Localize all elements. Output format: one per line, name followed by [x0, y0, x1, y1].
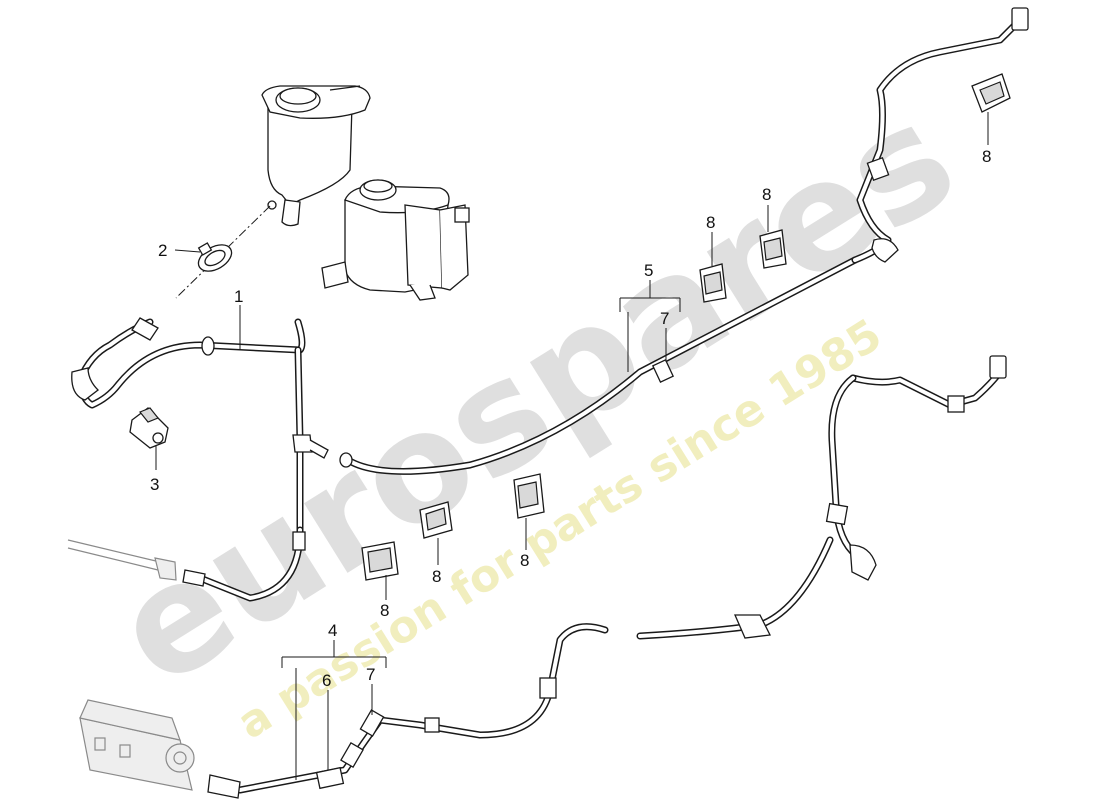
steering-rack — [79, 699, 195, 791]
bottom-line — [207, 623, 609, 799]
reservoir-with-cap — [261, 85, 371, 227]
callout-5: 5 — [644, 261, 653, 280]
callout-4: 4 — [328, 621, 337, 640]
callout-7-bottom: 7 — [366, 665, 375, 684]
callout-8-upper-b: 8 — [762, 185, 771, 204]
callout-6: 6 — [322, 671, 331, 690]
small-bracket — [129, 407, 169, 449]
callout-1: 1 — [234, 287, 243, 306]
clamp-8-d — [513, 473, 545, 519]
hose-clamp — [197, 242, 233, 272]
callout-7-top: 7 — [660, 309, 669, 328]
suction-hose — [71, 317, 329, 602]
pressure-line — [339, 256, 859, 475]
callouts: 1 2 3 5 7 8 8 8 8 8 8 4 6 7 — [150, 147, 991, 690]
return-line-top — [851, 7, 1029, 264]
reservoir-with-bracket — [321, 179, 470, 301]
centerline — [175, 205, 271, 299]
watermark-brand: eurospares — [87, 70, 984, 720]
clamp-8-a — [699, 263, 727, 303]
callout-8-mid-d: 8 — [520, 551, 529, 570]
callout-8-mid-f: 8 — [380, 601, 389, 620]
callout-3: 3 — [150, 475, 159, 494]
callout-8-top-right: 8 — [982, 147, 991, 166]
clamp-8-f — [361, 541, 399, 581]
callout-2: 2 — [158, 241, 167, 260]
grey-hose-end — [67, 539, 177, 581]
callout-8-upper-a: 8 — [706, 213, 715, 232]
clamp-8-c — [971, 73, 1011, 113]
callout-8-mid-e: 8 — [432, 567, 441, 586]
watermark: eurospares a passion for parts since 198… — [87, 70, 984, 749]
clamp-8-e — [419, 501, 453, 539]
return-line-right — [636, 355, 1007, 640]
leader-lines — [155, 112, 989, 780]
clamp-8-b — [759, 229, 787, 269]
